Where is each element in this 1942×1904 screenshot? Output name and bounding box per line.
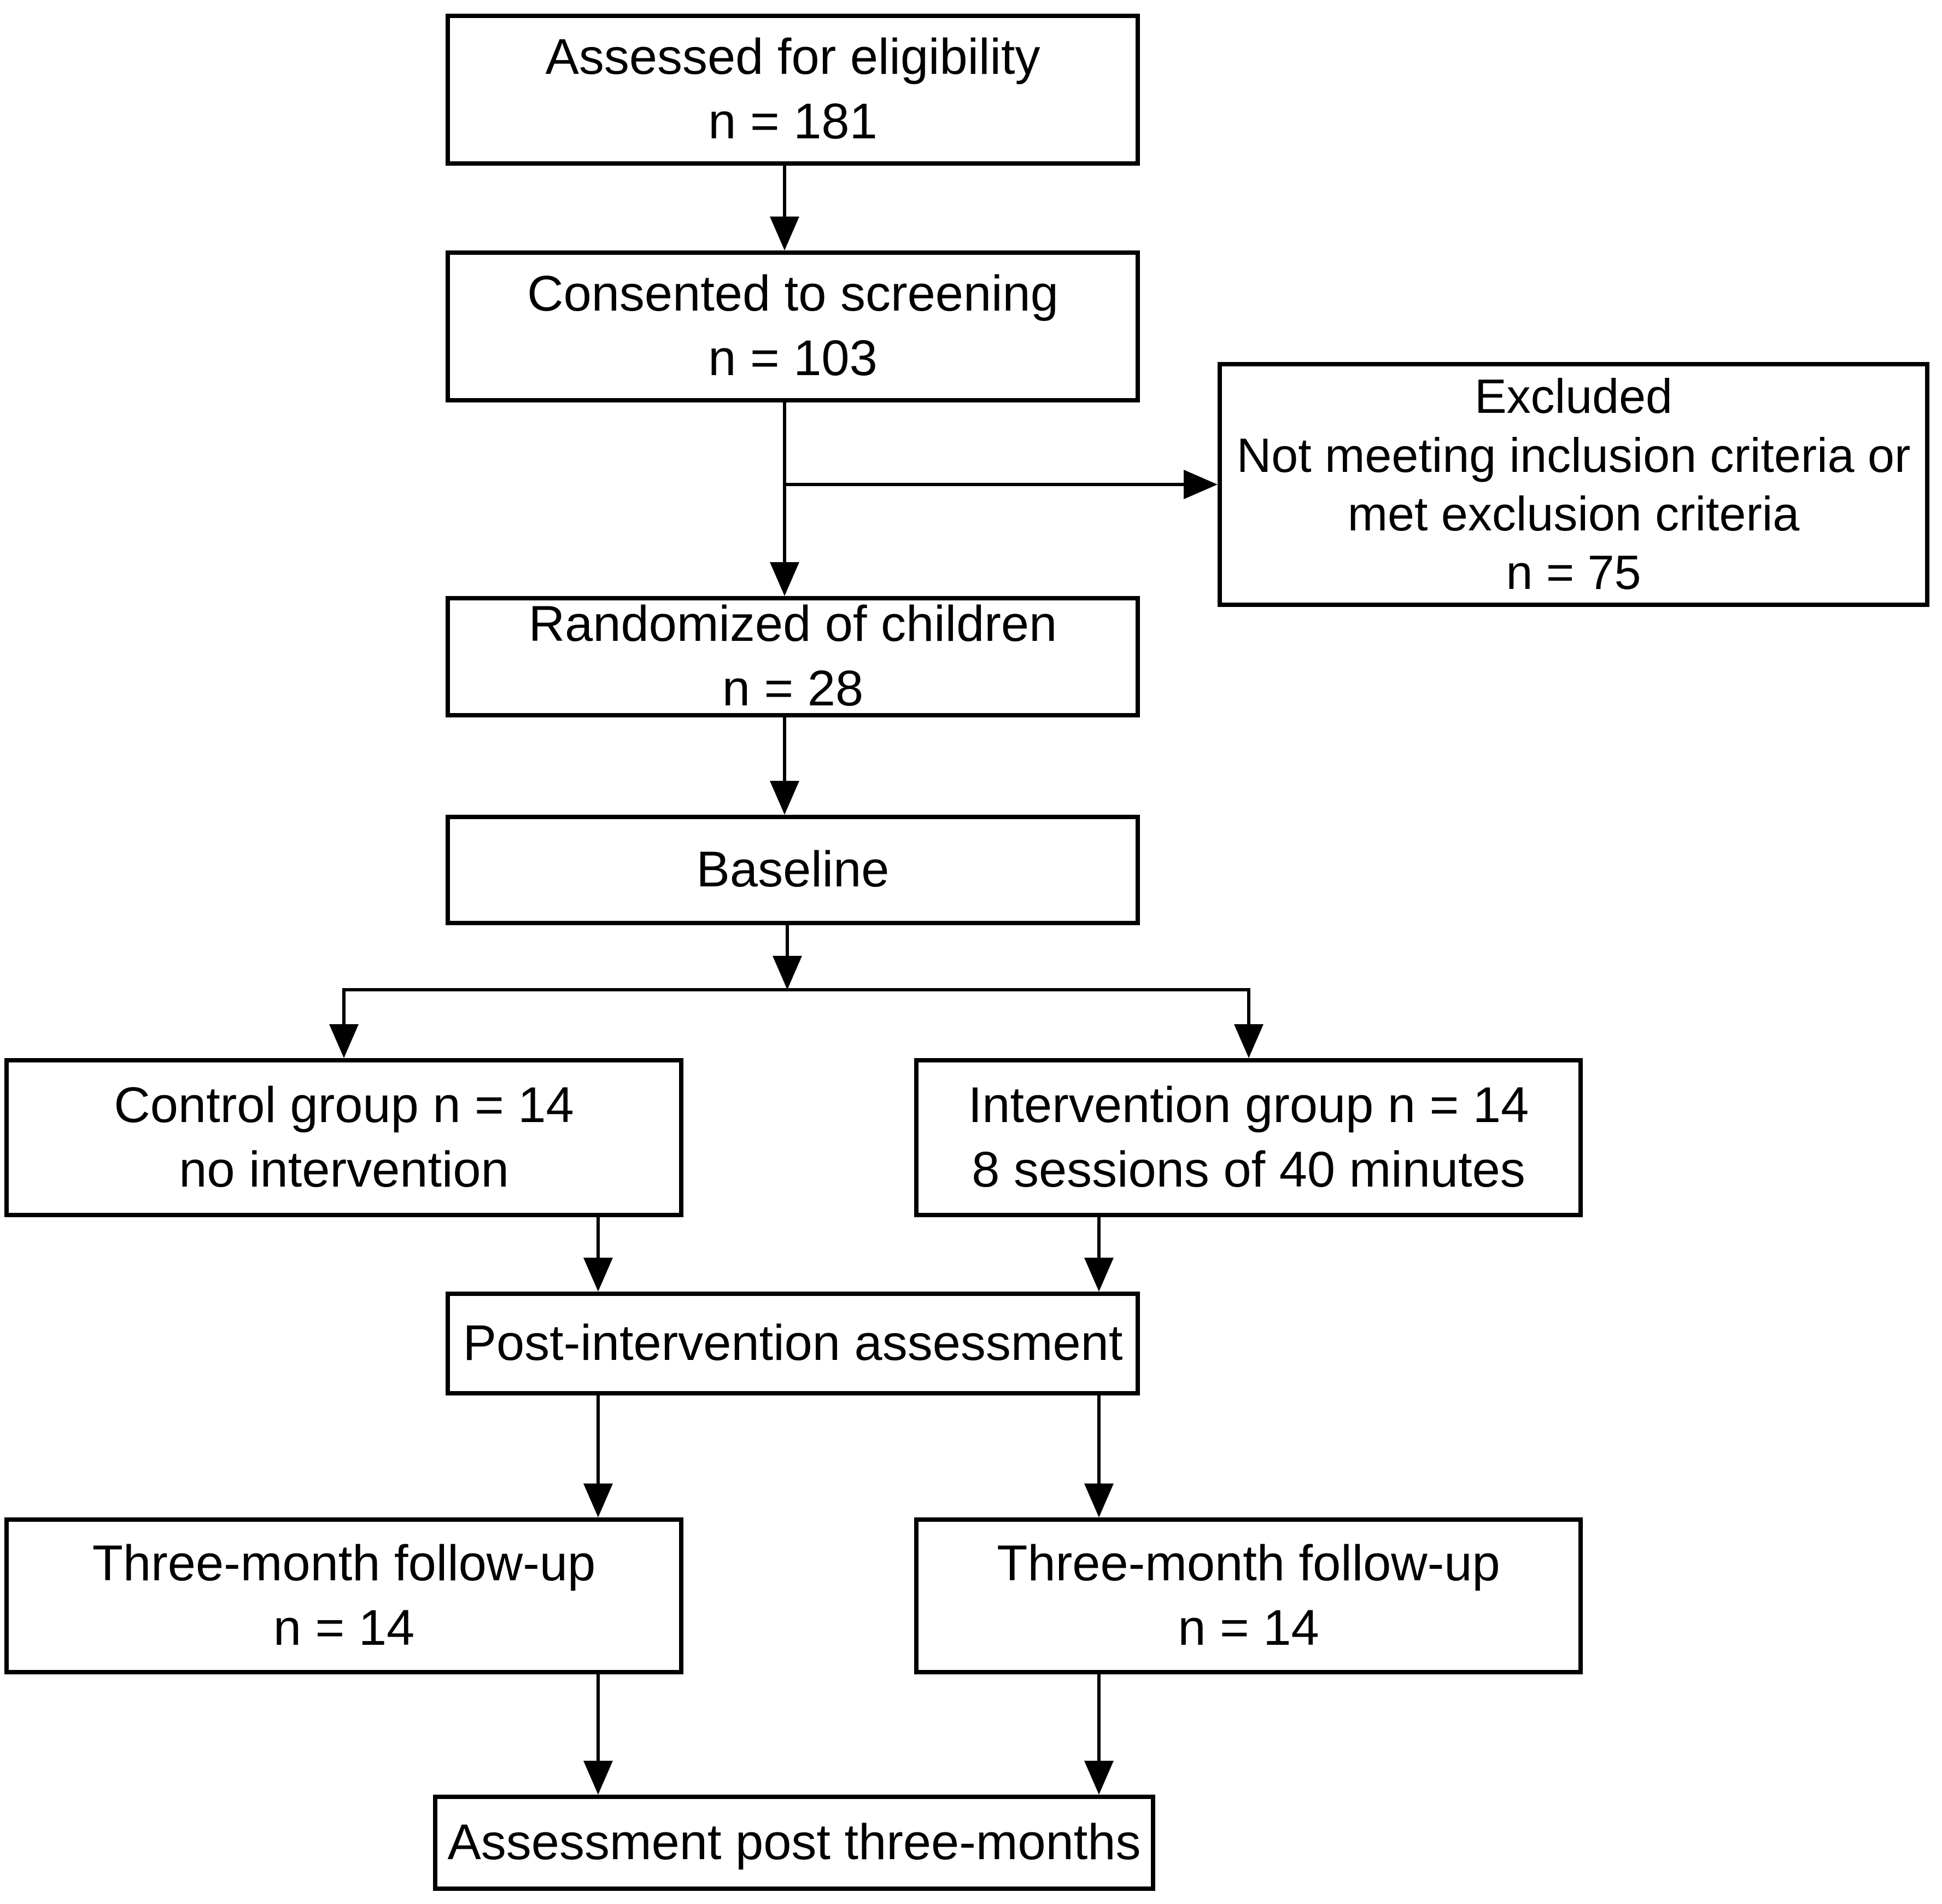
arrowhead-down-icon — [583, 1761, 613, 1795]
box-text-line: Assessment post three-months — [447, 1814, 1141, 1871]
box-text-line: n = 75 — [1506, 545, 1641, 600]
flow-box-three-month-followup-intervention: Three-month follow-up n = 14 — [914, 1517, 1583, 1674]
connector-intervention-post — [1097, 1216, 1101, 1259]
flow-box-randomized: Randomized of children n = 28 — [446, 596, 1140, 717]
box-text-line: n = 14 — [273, 1599, 415, 1656]
flow-box-assessment-post-three-months: Assessment post three-months — [433, 1795, 1155, 1891]
arrowhead-down-icon — [1084, 1258, 1114, 1292]
connector-consented-randomized — [783, 401, 786, 563]
box-text-line: n = 14 — [1178, 1599, 1319, 1656]
box-text-line: met exclusion criteria — [1347, 487, 1800, 541]
box-text-line: 8 sessions of 40 minutes — [972, 1141, 1525, 1198]
connector-control-post — [596, 1216, 600, 1259]
flow-box-baseline: Baseline — [446, 815, 1140, 925]
arrowhead-down-icon — [770, 217, 799, 250]
box-text-line: Three-month follow-up — [92, 1535, 596, 1591]
arrowhead-down-icon — [770, 781, 799, 815]
arrowhead-down-icon — [770, 562, 799, 596]
box-text-line: Randomized of children — [528, 596, 1057, 652]
arrowhead-right-icon — [1184, 470, 1218, 499]
connector-branch-excluded — [783, 483, 1185, 486]
flow-box-intervention-group: Intervention group n = 14 8 sessions of … — [914, 1058, 1583, 1217]
arrowhead-down-icon — [583, 1484, 613, 1517]
flow-box-consented-to-screening: Consented to screening n = 103 — [446, 250, 1140, 402]
flow-box-post-intervention-assessment: Post-intervention assessment — [446, 1292, 1140, 1395]
arrowhead-down-icon — [1234, 1024, 1264, 1058]
flow-box-control-group: Control group n = 14 no intervention — [4, 1058, 683, 1217]
arrowhead-down-icon — [1084, 1484, 1114, 1517]
connector-followup-control-final — [596, 1673, 600, 1762]
flow-box-three-month-followup-control: Three-month follow-up n = 14 — [4, 1517, 683, 1674]
box-text-line: Assessed for eligibility — [545, 29, 1040, 85]
box-text-line: Baseline — [696, 842, 890, 898]
box-text-line: Intervention group n = 14 — [968, 1077, 1529, 1133]
box-text-line: Excluded — [1474, 369, 1672, 424]
box-text-line: Control group n = 14 — [114, 1077, 574, 1133]
connector-split-intervention — [1247, 988, 1250, 1026]
box-text-line: no intervention — [179, 1141, 509, 1198]
connector-randomized-baseline — [783, 716, 786, 782]
flow-box-excluded: Excluded Not meeting inclusion criteria … — [1218, 362, 1929, 607]
arrowhead-down-icon — [773, 956, 802, 990]
connector-post-followup-control — [596, 1394, 600, 1485]
box-text-line: Not meeting inclusion criteria or — [1236, 428, 1911, 482]
box-text-line: Consented to screening — [527, 266, 1058, 322]
connector-baseline-split — [786, 924, 789, 957]
arrowhead-down-icon — [329, 1024, 359, 1058]
arrowhead-down-icon — [583, 1258, 613, 1292]
flow-box-assessed-for-eligibility: Assessed for eligibility n = 181 — [446, 14, 1140, 166]
connector-assessed-consented — [783, 164, 786, 220]
box-text-line: Post-intervention assessment — [463, 1315, 1123, 1371]
connector-post-followup-intervention — [1097, 1394, 1101, 1485]
connector-split-control — [342, 988, 346, 1026]
box-text-line: Three-month follow-up — [997, 1535, 1500, 1591]
arrowhead-down-icon — [1084, 1761, 1114, 1795]
box-text-line: n = 103 — [708, 330, 878, 386]
box-text-line: n = 28 — [722, 661, 864, 716]
connector-split-horizontal — [344, 988, 1249, 991]
connector-followup-intervention-final — [1097, 1673, 1101, 1762]
box-text-line: n = 181 — [708, 94, 878, 149]
